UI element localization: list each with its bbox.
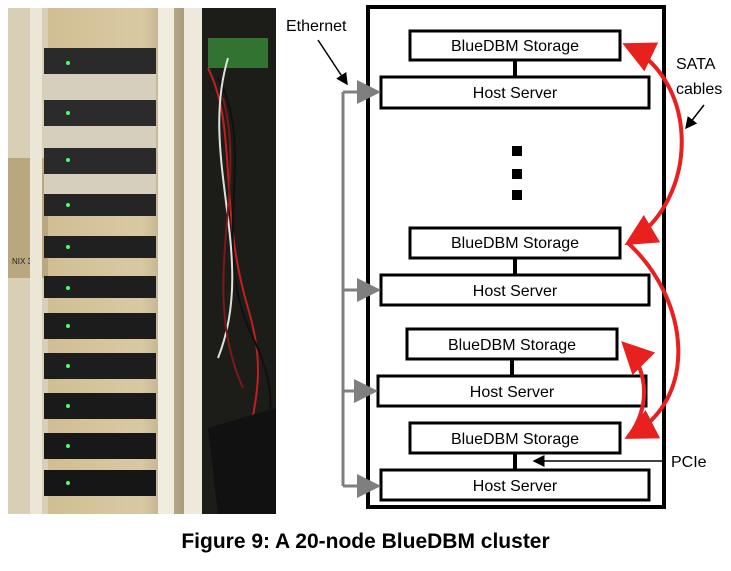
ethernet-bus [341,80,381,498]
host-label-4: Host Server [473,478,558,495]
sata-cables [621,42,684,439]
server-rack-photo: NIX 3 [8,8,276,514]
host-label-2: Host Server [473,283,558,300]
host-box-2 [379,273,651,307]
ellipsis-dots [512,146,522,200]
ethernet-pointer [317,39,348,86]
storage-box-4 [408,421,622,455]
ethernet-label: Ethernet [286,18,347,35]
host-box-3 [376,374,648,408]
storage-box-1 [408,29,622,62]
storage-label-2: BlueDBM Storage [451,235,579,252]
storage-label-4: BlueDBM Storage [451,431,579,448]
rack-label: NIX 3 [12,257,33,266]
sata-label-line1: SATA [676,56,716,73]
sata-label-line2: cables [676,81,722,98]
storage-label-1: BlueDBM Storage [451,38,579,55]
figure-caption: Figure 9: A 20-node BlueDBM cluster [181,530,550,553]
host-label-3: Host Server [470,384,555,401]
rack-enclosure [366,5,666,509]
pcie-label: PCIe [671,454,707,471]
storage-label-3: BlueDBM Storage [448,337,576,354]
host-box-4 [379,468,651,502]
host-label-1: Host Server [473,85,558,102]
sata-pointer [685,104,705,130]
